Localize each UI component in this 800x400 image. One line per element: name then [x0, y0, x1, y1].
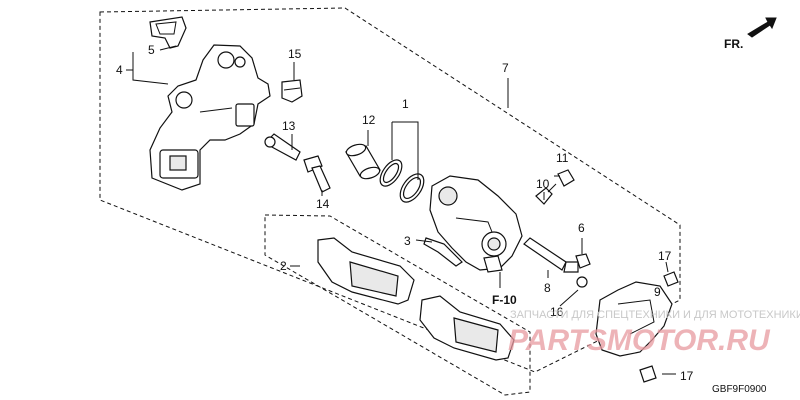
pad-spring — [149, 16, 187, 49]
pad-pin — [523, 237, 579, 273]
callout-17-top: 17 — [658, 249, 672, 263]
orientation-label: FR. — [724, 37, 743, 51]
callout-16: 16 — [550, 305, 564, 319]
boot-cap — [281, 79, 303, 103]
callout-2: 2 — [280, 259, 287, 273]
arrow-icon — [747, 17, 777, 38]
nut — [575, 253, 591, 269]
flange-bolt-top — [663, 271, 679, 287]
callout-1: 1 — [402, 97, 409, 111]
callout-9: 9 — [654, 285, 661, 299]
brake-pad-upper — [317, 237, 415, 305]
bleeder-cap — [557, 169, 575, 187]
callout-6: 6 — [578, 221, 585, 235]
reference-label: F-10 — [492, 293, 517, 307]
brake-pad-lower — [419, 295, 515, 361]
callout-17-bottom: 17 — [680, 369, 694, 383]
callout-11: 11 — [556, 151, 569, 165]
leader-lines — [126, 45, 676, 375]
seal-rings — [379, 159, 425, 203]
callout-7: 7 — [502, 61, 509, 75]
pad-retainer — [423, 237, 463, 267]
caliper-body — [429, 175, 523, 273]
pin-bolt-a — [264, 133, 301, 161]
callout-3: 3 — [404, 234, 411, 248]
caliper-assembly-outline — [99, 7, 681, 373]
callout-8: 8 — [544, 281, 551, 295]
callout-14: 14 — [316, 197, 330, 211]
flange-bolt-bottom — [639, 365, 657, 383]
callout-5: 5 — [148, 43, 155, 57]
pin-bolt-b — [303, 155, 331, 193]
callout-13: 13 — [282, 119, 296, 133]
caliper-guard — [595, 281, 673, 357]
pad-set-outline — [264, 214, 531, 396]
callout-10: 10 — [536, 177, 550, 191]
watermark-logo: PARTSMOTOR.RU — [508, 324, 771, 357]
piston — [345, 143, 381, 180]
watermark-tagline: ЗАПЧАСТИ ДЛЯ СПЕЦТЕХНИКИ И ДЛЯ МОТОТЕХНИ… — [510, 309, 800, 321]
callout-15: 15 — [288, 47, 302, 61]
callout-4: 4 — [116, 63, 123, 77]
diagram-code: GBF9F0900 — [712, 384, 767, 395]
callout-12: 12 — [362, 113, 376, 127]
washer — [576, 276, 588, 288]
caliper-bracket — [149, 44, 271, 191]
